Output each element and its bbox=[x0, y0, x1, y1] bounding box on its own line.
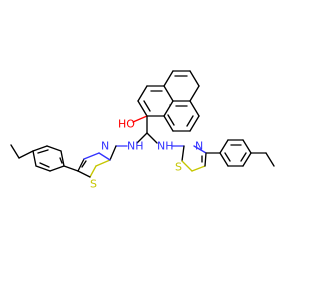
thiazole-left-s-label: S bbox=[90, 178, 97, 191]
bond bbox=[137, 85, 148, 102]
bond-double-inner bbox=[143, 100, 151, 112]
bond-s-c bbox=[89, 165, 97, 178]
phenyl-right bbox=[205, 139, 275, 167]
bond-ethyl bbox=[18, 150, 34, 159]
bond-double-inner bbox=[37, 149, 49, 154]
bond-n-c bbox=[98, 152, 111, 161]
bond bbox=[136, 132, 148, 144]
bond-s-c bbox=[191, 165, 206, 172]
molecule-structure: HO NH NH N S bbox=[10, 70, 275, 191]
amine-right-label: NH bbox=[157, 140, 174, 153]
bond bbox=[163, 100, 174, 117]
bond-c-n bbox=[83, 152, 100, 160]
bond bbox=[49, 165, 65, 172]
bond-double-inner bbox=[59, 157, 63, 164]
bond bbox=[163, 115, 174, 132]
hydroxyl-label: HO bbox=[118, 118, 135, 131]
thiazole-left bbox=[77, 145, 128, 178]
bond-c-n bbox=[193, 145, 207, 154]
bond bbox=[109, 145, 117, 161]
molecule-canvas: HO NH NH N S bbox=[10, 70, 275, 191]
bond bbox=[60, 150, 65, 167]
bond-double-inner bbox=[186, 115, 194, 127]
bond-c-s bbox=[95, 159, 111, 167]
bond-double-inner bbox=[167, 114, 175, 126]
bond bbox=[189, 115, 200, 132]
thiazole-right bbox=[171, 145, 207, 172]
bond bbox=[77, 158, 85, 172]
phenyl-left bbox=[10, 144, 79, 172]
bond bbox=[32, 145, 48, 152]
bond bbox=[35, 165, 51, 172]
bond bbox=[219, 139, 229, 154]
bond bbox=[137, 100, 148, 117]
bond-double-inner bbox=[39, 162, 50, 168]
bond bbox=[189, 85, 200, 102]
amine-left-label: NH bbox=[127, 140, 144, 153]
bond-ethyl bbox=[265, 152, 275, 167]
bond-double-inner bbox=[240, 152, 247, 162]
bond-ethyl bbox=[10, 144, 20, 159]
bond-c-o bbox=[132, 115, 148, 123]
bond bbox=[163, 85, 174, 102]
bond bbox=[163, 70, 174, 87]
bond bbox=[181, 145, 185, 162]
thiazole-left-n-label: N bbox=[101, 140, 109, 153]
bond bbox=[46, 145, 62, 152]
bond-double-inner bbox=[224, 152, 231, 162]
thiazole-right-n-label: N bbox=[195, 140, 203, 153]
bond bbox=[189, 70, 200, 87]
bond bbox=[32, 150, 37, 167]
bond bbox=[146, 132, 158, 144]
thiazole-right-s-label: S bbox=[175, 161, 182, 174]
bond bbox=[242, 152, 252, 167]
bond bbox=[219, 152, 229, 167]
naphthalene-ring bbox=[137, 70, 200, 132]
bond bbox=[242, 139, 252, 154]
bond bbox=[204, 152, 207, 167]
bond bbox=[77, 170, 91, 178]
bond-c-s bbox=[181, 160, 193, 172]
bond bbox=[63, 165, 79, 172]
bond-double-inner bbox=[81, 160, 87, 168]
bond bbox=[189, 100, 200, 117]
